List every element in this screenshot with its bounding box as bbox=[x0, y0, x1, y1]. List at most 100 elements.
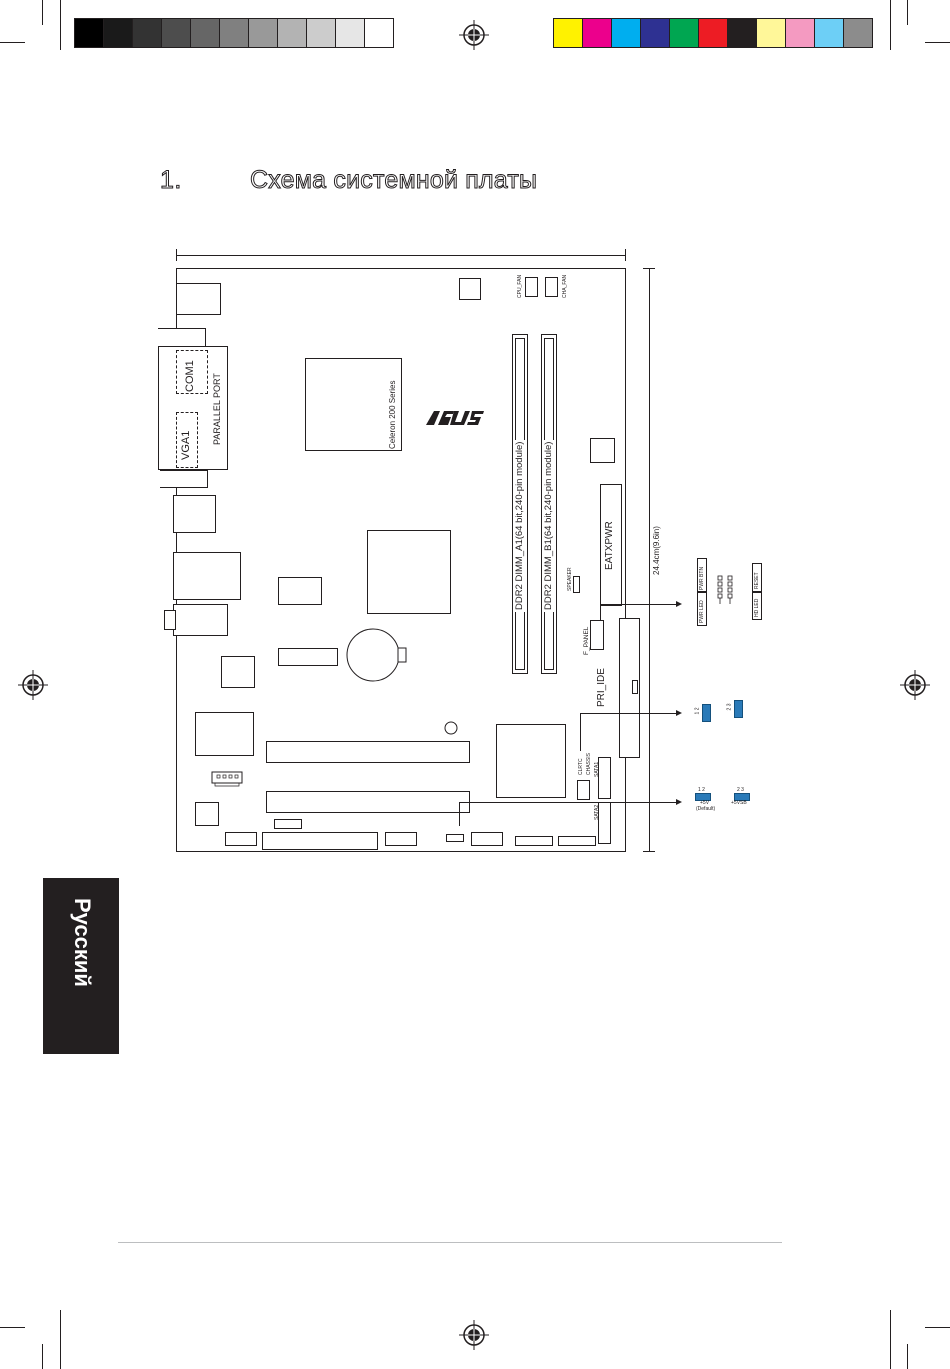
crop-mark-br-v2 bbox=[890, 1310, 891, 1369]
eatxpwr-connector bbox=[600, 484, 622, 606]
bottom-header-5 bbox=[446, 834, 464, 842]
color-swatch bbox=[132, 18, 162, 48]
color-swatch bbox=[785, 18, 815, 48]
jumper-1-pins-label: 1 2 bbox=[694, 707, 701, 715]
color-swatch bbox=[640, 18, 670, 48]
chassis-label: CHASSIS bbox=[586, 753, 592, 775]
crop-mark-bl-h bbox=[0, 1327, 25, 1328]
bottom-sata-a bbox=[515, 836, 553, 846]
reset-box bbox=[752, 563, 762, 592]
color-swatch bbox=[698, 18, 728, 48]
vga1-label: VGA1 bbox=[180, 430, 192, 460]
hd-led-box bbox=[752, 592, 762, 620]
crop-mark-tl-v2 bbox=[60, 0, 61, 50]
f-panel-leader-line bbox=[600, 604, 678, 605]
jumper-3-pins-label: 1 2 bbox=[698, 787, 705, 793]
sata2-connector bbox=[598, 802, 611, 844]
jumper-1-cap bbox=[702, 704, 711, 722]
crop-mark-tr-v2 bbox=[890, 0, 891, 50]
width-dim-tick-left bbox=[176, 249, 177, 261]
crop-mark-br-h bbox=[925, 1327, 950, 1328]
color-swatch bbox=[306, 18, 336, 48]
fan-header-left bbox=[211, 771, 243, 787]
jumper-arrow-icon-2 bbox=[676, 799, 682, 805]
small-circle-icon bbox=[444, 721, 458, 735]
language-tab-label: Русский bbox=[70, 898, 95, 987]
parallel-port-block bbox=[158, 346, 228, 470]
registration-mark-right bbox=[900, 670, 930, 700]
small-chip-right bbox=[590, 438, 615, 463]
crop-mark-tl-h bbox=[0, 42, 25, 43]
color-swatch bbox=[248, 18, 278, 48]
crop-mark-bl-v2 bbox=[60, 1310, 61, 1369]
registration-mark-left bbox=[18, 670, 48, 700]
small-chip-mid bbox=[278, 577, 322, 605]
color-swatch bbox=[611, 18, 641, 48]
color-swatch bbox=[190, 18, 220, 48]
language-tab: Русский bbox=[43, 878, 119, 1054]
pwr-btn-label: PWR BTN bbox=[699, 566, 705, 590]
height-dimension-label: 24.4cm(9.6in) bbox=[652, 526, 661, 575]
crop-mark-tl-v bbox=[42, 0, 43, 25]
chip-left-lower bbox=[195, 712, 254, 756]
eatxpwr-label: EATXPWR bbox=[604, 521, 615, 570]
color-swatch bbox=[814, 18, 844, 48]
jumper-leader-line-2 bbox=[459, 802, 678, 803]
bottom-header-2 bbox=[274, 819, 302, 829]
color-swatch bbox=[335, 18, 365, 48]
cha-fan-label: CHA_FAN bbox=[562, 274, 568, 298]
section-number: 1. bbox=[160, 166, 182, 195]
asus-logo bbox=[426, 411, 484, 425]
f-panel-label: F_PANEL bbox=[583, 626, 590, 655]
pwr-led-label: PWR LED bbox=[699, 600, 705, 623]
f-panel-header bbox=[590, 620, 604, 650]
color-swatch bbox=[582, 18, 612, 48]
parallel-port-label: PARALLEL PORT bbox=[212, 373, 222, 445]
cpu-fan-label: CPU_FAN bbox=[517, 274, 523, 298]
pri-ide-label: PRI_IDE bbox=[596, 668, 607, 707]
section-title: Схема системной платы bbox=[249, 166, 538, 195]
color-swatch bbox=[553, 18, 583, 48]
width-dimension-line bbox=[176, 255, 626, 256]
chip-left-mid bbox=[221, 656, 255, 688]
jumper-leader-drop-1 bbox=[580, 713, 581, 751]
dimm-b1-label: DDR2 DIMM_B1(64 bit,240-pin module) bbox=[543, 439, 554, 612]
reset-label: RESET bbox=[754, 572, 760, 589]
registration-mark-top bbox=[459, 20, 489, 50]
plus5v-label: +5V bbox=[700, 800, 710, 806]
crop-mark-tr-h bbox=[925, 42, 950, 43]
plus5vsb-label: +5VSB bbox=[731, 800, 747, 806]
clrtc-label: CLRTC bbox=[578, 758, 584, 775]
color-swatch bbox=[756, 18, 786, 48]
height-dim-tick-top bbox=[643, 268, 655, 269]
color-swatch bbox=[103, 18, 133, 48]
vga-bottom-bracket bbox=[160, 470, 208, 488]
color-swatch bbox=[727, 18, 757, 48]
jumper-arrow-icon-1 bbox=[676, 710, 682, 716]
hd-led-label: HD LED bbox=[754, 598, 760, 617]
southbridge-chip bbox=[496, 724, 566, 798]
jumper-leader-line-1 bbox=[580, 713, 678, 714]
jumper-2-cap bbox=[734, 700, 743, 718]
battery-icon bbox=[346, 628, 407, 682]
color-swatch bbox=[74, 18, 104, 48]
pri-ide-connector bbox=[619, 618, 640, 758]
clrtc-header bbox=[577, 780, 590, 800]
pwr-btn-box bbox=[697, 558, 707, 592]
usb-port-1 bbox=[173, 495, 216, 533]
cpu-socket bbox=[305, 358, 402, 451]
vga-port-outline bbox=[176, 412, 198, 468]
chip-left-bottom bbox=[195, 802, 219, 826]
pwr-led-box bbox=[697, 592, 707, 626]
pci-slot-1 bbox=[266, 741, 470, 763]
cha-fan-header bbox=[545, 277, 558, 297]
color-swatch bbox=[669, 18, 699, 48]
color-swatch bbox=[277, 18, 307, 48]
com1-label: COM1 bbox=[184, 360, 196, 392]
sata1-connector bbox=[598, 757, 611, 799]
height-dimension-line bbox=[649, 268, 650, 852]
bottom-header-4 bbox=[385, 832, 417, 846]
bottom-header-6 bbox=[471, 832, 503, 846]
color-swatch bbox=[843, 18, 873, 48]
bottom-header-3 bbox=[262, 832, 378, 850]
